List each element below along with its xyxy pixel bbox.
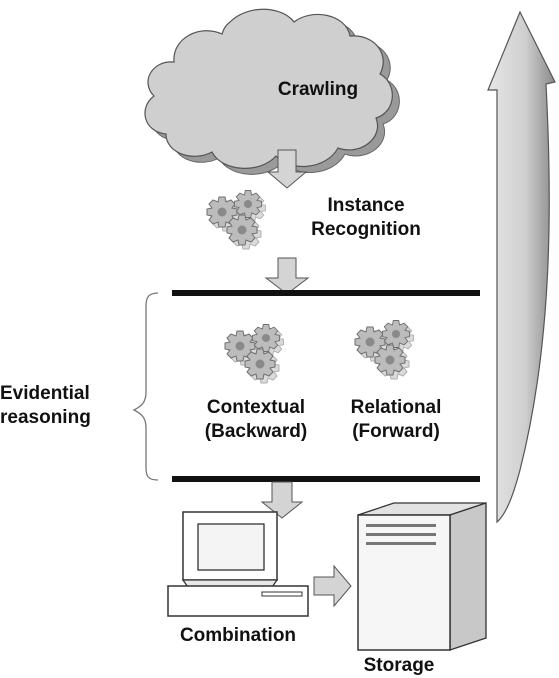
- arrow-down-icon: [264, 257, 310, 295]
- contextual-line1: Contextual: [206, 397, 306, 418]
- crawling-label: Crawling: [248, 78, 388, 102]
- relational-line1: Relational: [350, 397, 442, 418]
- gears-icon: [355, 321, 414, 380]
- instance-recognition-label: Instance Recognition: [286, 194, 446, 242]
- arrow-right-icon: [313, 564, 352, 608]
- gears-icon: [225, 325, 284, 384]
- server-icon: [357, 502, 487, 651]
- instance-recognition-line1: Instance: [327, 195, 405, 216]
- evidential-reasoning-line2: reasoning: [0, 407, 91, 428]
- arrow-down-icon: [266, 149, 308, 189]
- combination-label: Combination: [158, 624, 318, 648]
- contextual-label: Contextual (Backward): [186, 396, 326, 444]
- gears-icon: [207, 191, 266, 250]
- curved-arrow-icon: [487, 10, 556, 524]
- relational-label: Relational (Forward): [326, 396, 466, 444]
- crawling-text: Crawling: [277, 79, 359, 100]
- storage-label: Storage: [344, 654, 454, 678]
- contextual-line2: (Backward): [204, 421, 308, 442]
- computer-icon: [167, 511, 309, 617]
- storage-text: Storage: [363, 655, 435, 676]
- separator-bar: [172, 290, 480, 296]
- evidential-reasoning-label: Evidential reasoning: [0, 382, 130, 430]
- brace: [132, 292, 159, 481]
- cloud-icon: [144, 8, 400, 175]
- instance-recognition-line2: Recognition: [311, 219, 421, 240]
- evidential-reasoning-line1: Evidential: [0, 383, 90, 404]
- separator-bar: [172, 476, 480, 482]
- combination-text: Combination: [179, 625, 297, 646]
- arrow-down-icon: [260, 481, 304, 519]
- relational-line2: (Forward): [352, 421, 440, 442]
